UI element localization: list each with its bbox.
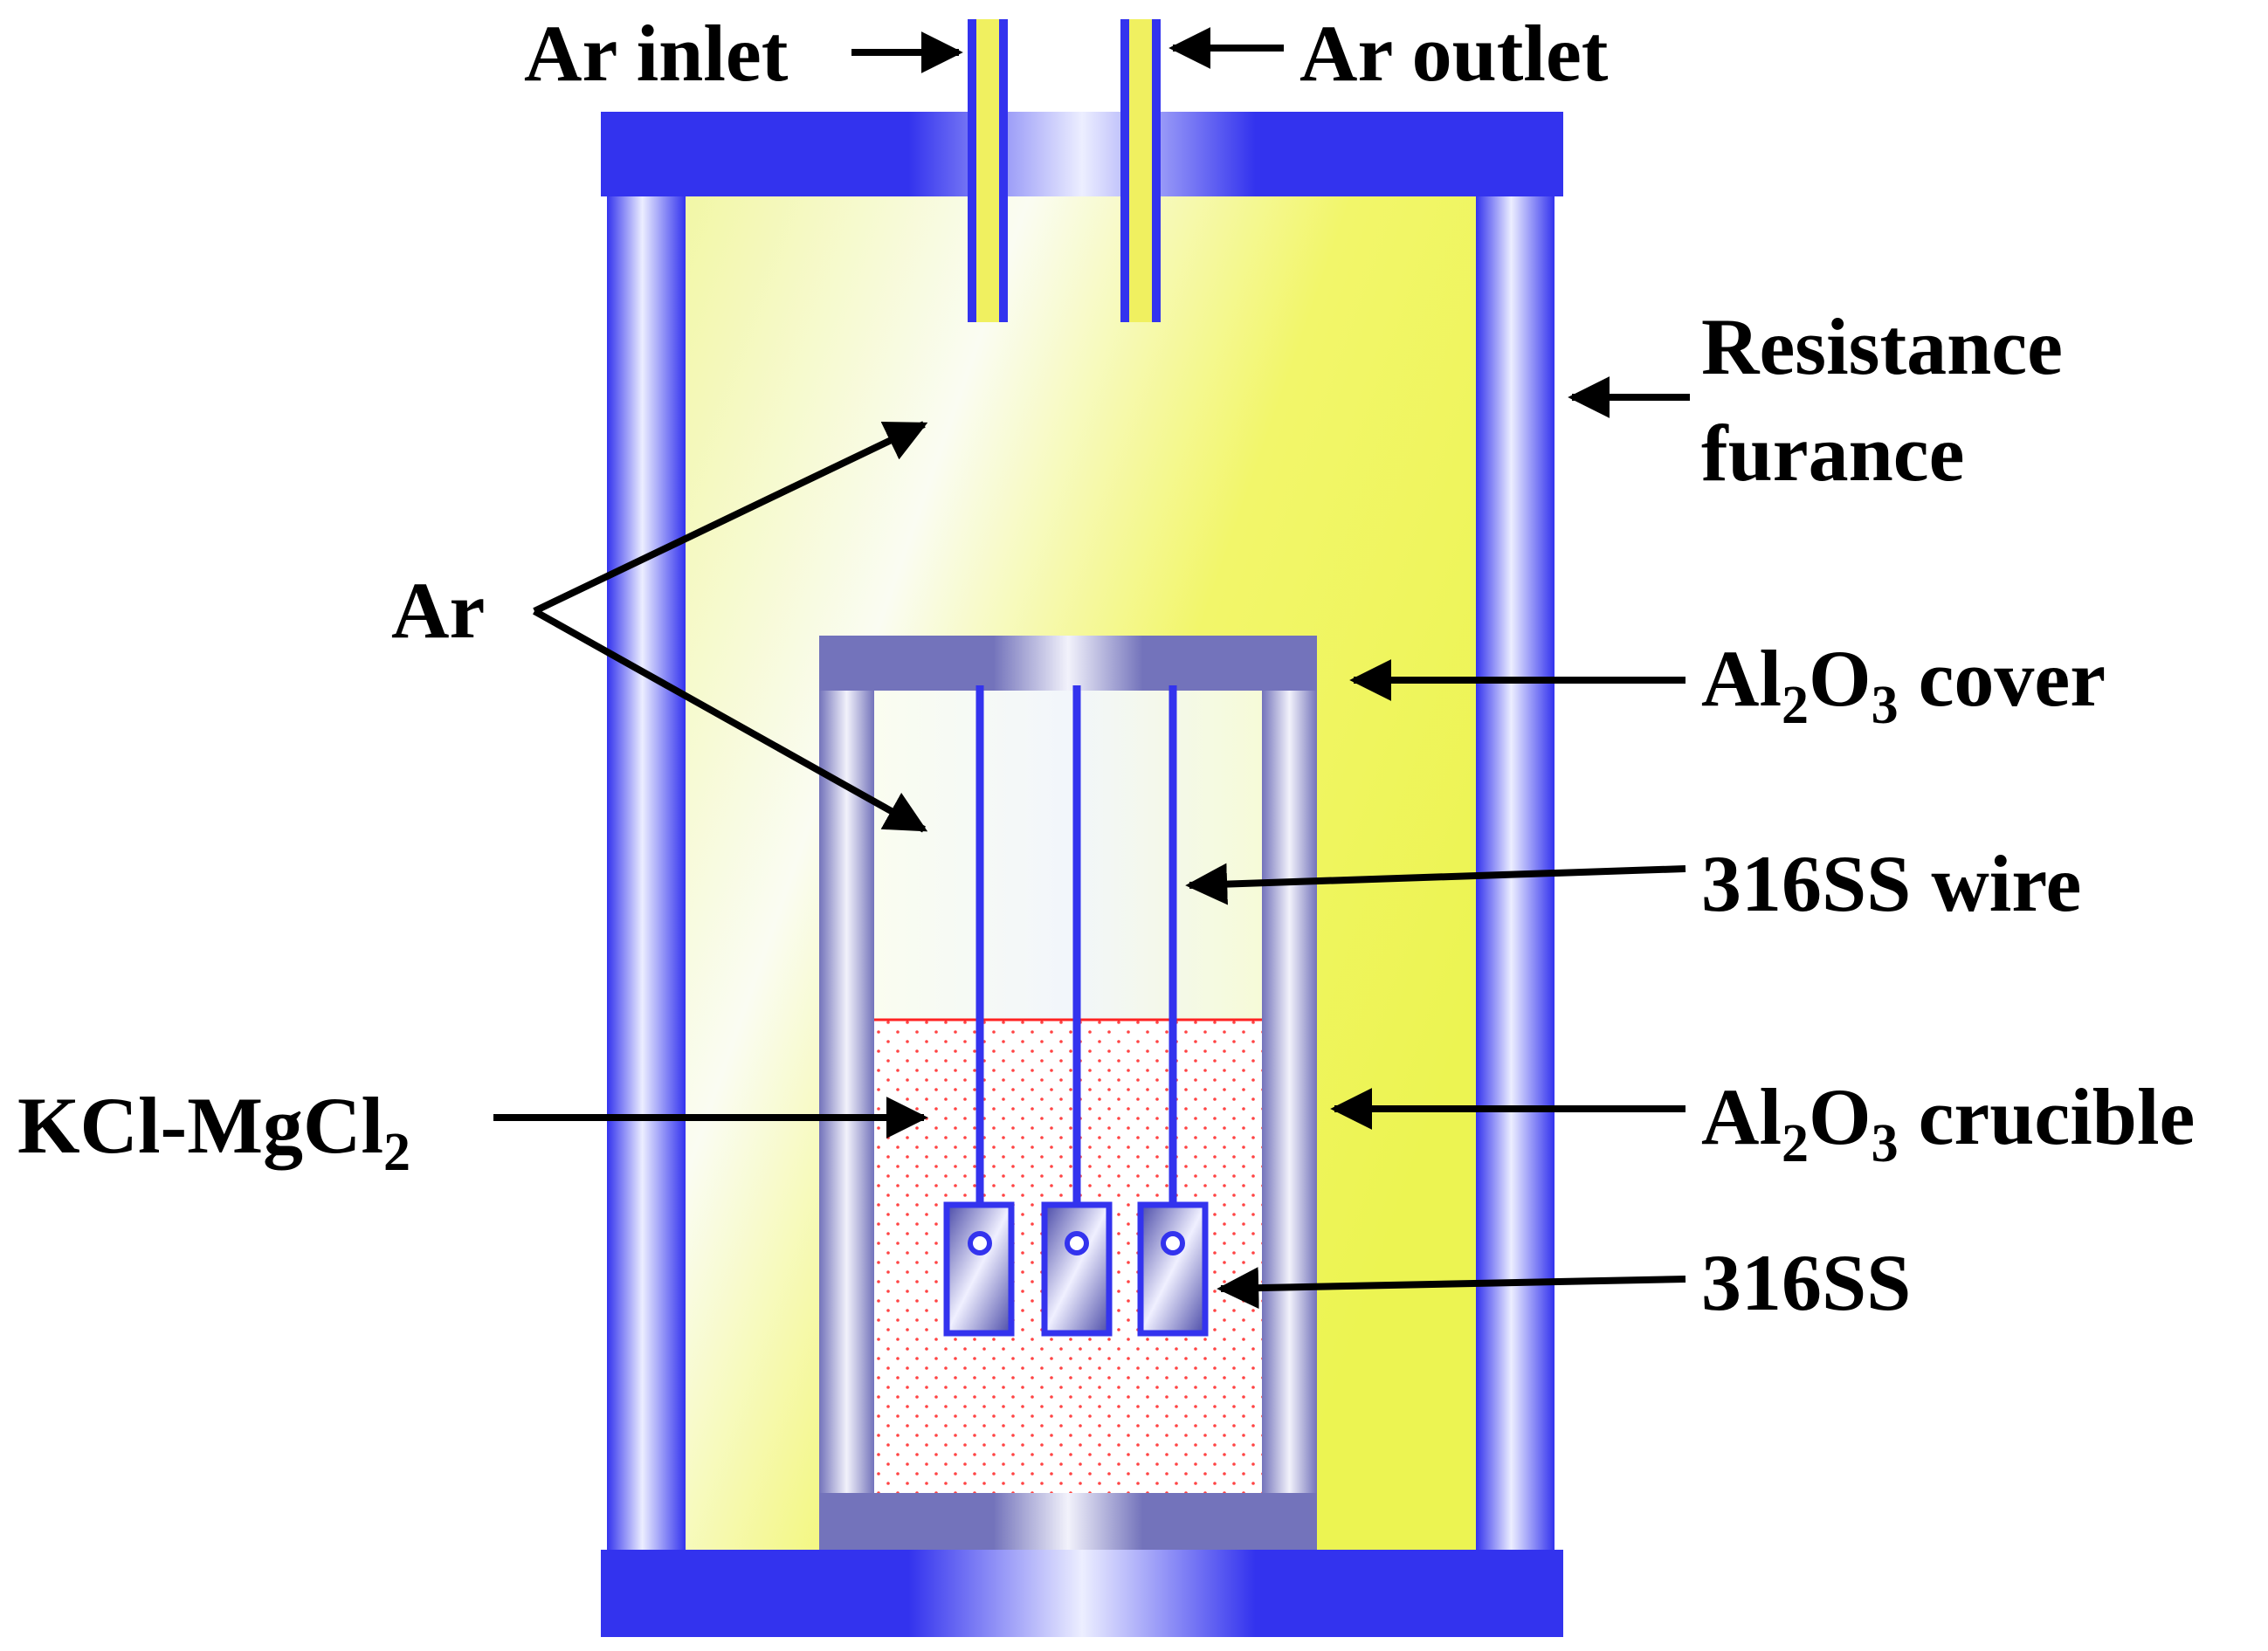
alumina-crucible [819,636,1317,1550]
ss316-samples [943,1201,1209,1337]
labels: Ar inlet Ar outlet Resistance furance Ar… [17,9,2195,1327]
crucible-bottom [819,1493,1317,1550]
sample-1 [943,1201,1015,1337]
annotation-arrows [493,27,1690,1310]
furnace-top-lid [601,112,1563,196]
ar-inlet-tube [968,19,1008,322]
label-ar-outlet: Ar outlet [1299,9,1609,98]
al2o3-crucible-o: O [1809,1072,1872,1161]
kcl-mgcl-text: KCl-MgCl [17,1081,383,1170]
al2o3-cover-sub2: 3 [1872,676,1899,735]
al2o3-crucible-word: crucible [1899,1072,2196,1161]
kcl-mgcl-sub: 2 [383,1123,410,1182]
al2o3-cover-word: cover [1899,634,2106,723]
arrow-ar-upper [533,421,928,615]
al2o3-cover-o: O [1809,634,1872,723]
label-al2o3-cover: Al2O3 cover [1701,634,2106,735]
furnace-left-wall [607,196,686,1550]
al2o3-crucible-sub2: 3 [1872,1114,1899,1173]
furnace-bottom-base [601,1550,1563,1637]
sample-2 [1041,1201,1113,1337]
al2o3-cover-al: Al [1701,634,1782,723]
sample-3 [1137,1201,1209,1337]
al2o3-crucible-al: Al [1701,1072,1782,1161]
al2o3-cover-sub1: 2 [1782,676,1809,735]
label-ar: Ar [391,566,485,655]
crucible-cover [819,636,1317,691]
al2o3-crucible-sub1: 2 [1782,1114,1809,1173]
label-ar-inlet: Ar inlet [524,9,789,98]
crucible-right-wall [1262,637,1317,1550]
arrow-316ss-wire [1185,863,1686,905]
label-316ss-wire: 316SS wire [1701,839,2081,928]
label-resistance: Resistance [1701,302,2063,391]
label-kcl-mgcl2: KCl-MgCl2 [17,1081,410,1182]
arrow-316ss [1217,1267,1686,1310]
ss316-wires [975,685,1177,1257]
resistance-furnace [601,112,1563,1637]
label-al2o3-crucible: Al2O3 crucible [1701,1072,2195,1173]
arrow-ar-lower [533,608,928,833]
label-furance: furance [1701,409,1964,498]
crucible-gas-space [874,691,1262,1020]
label-316ss: 316SS [1701,1238,1911,1327]
ar-outlet-tube [1120,19,1161,322]
